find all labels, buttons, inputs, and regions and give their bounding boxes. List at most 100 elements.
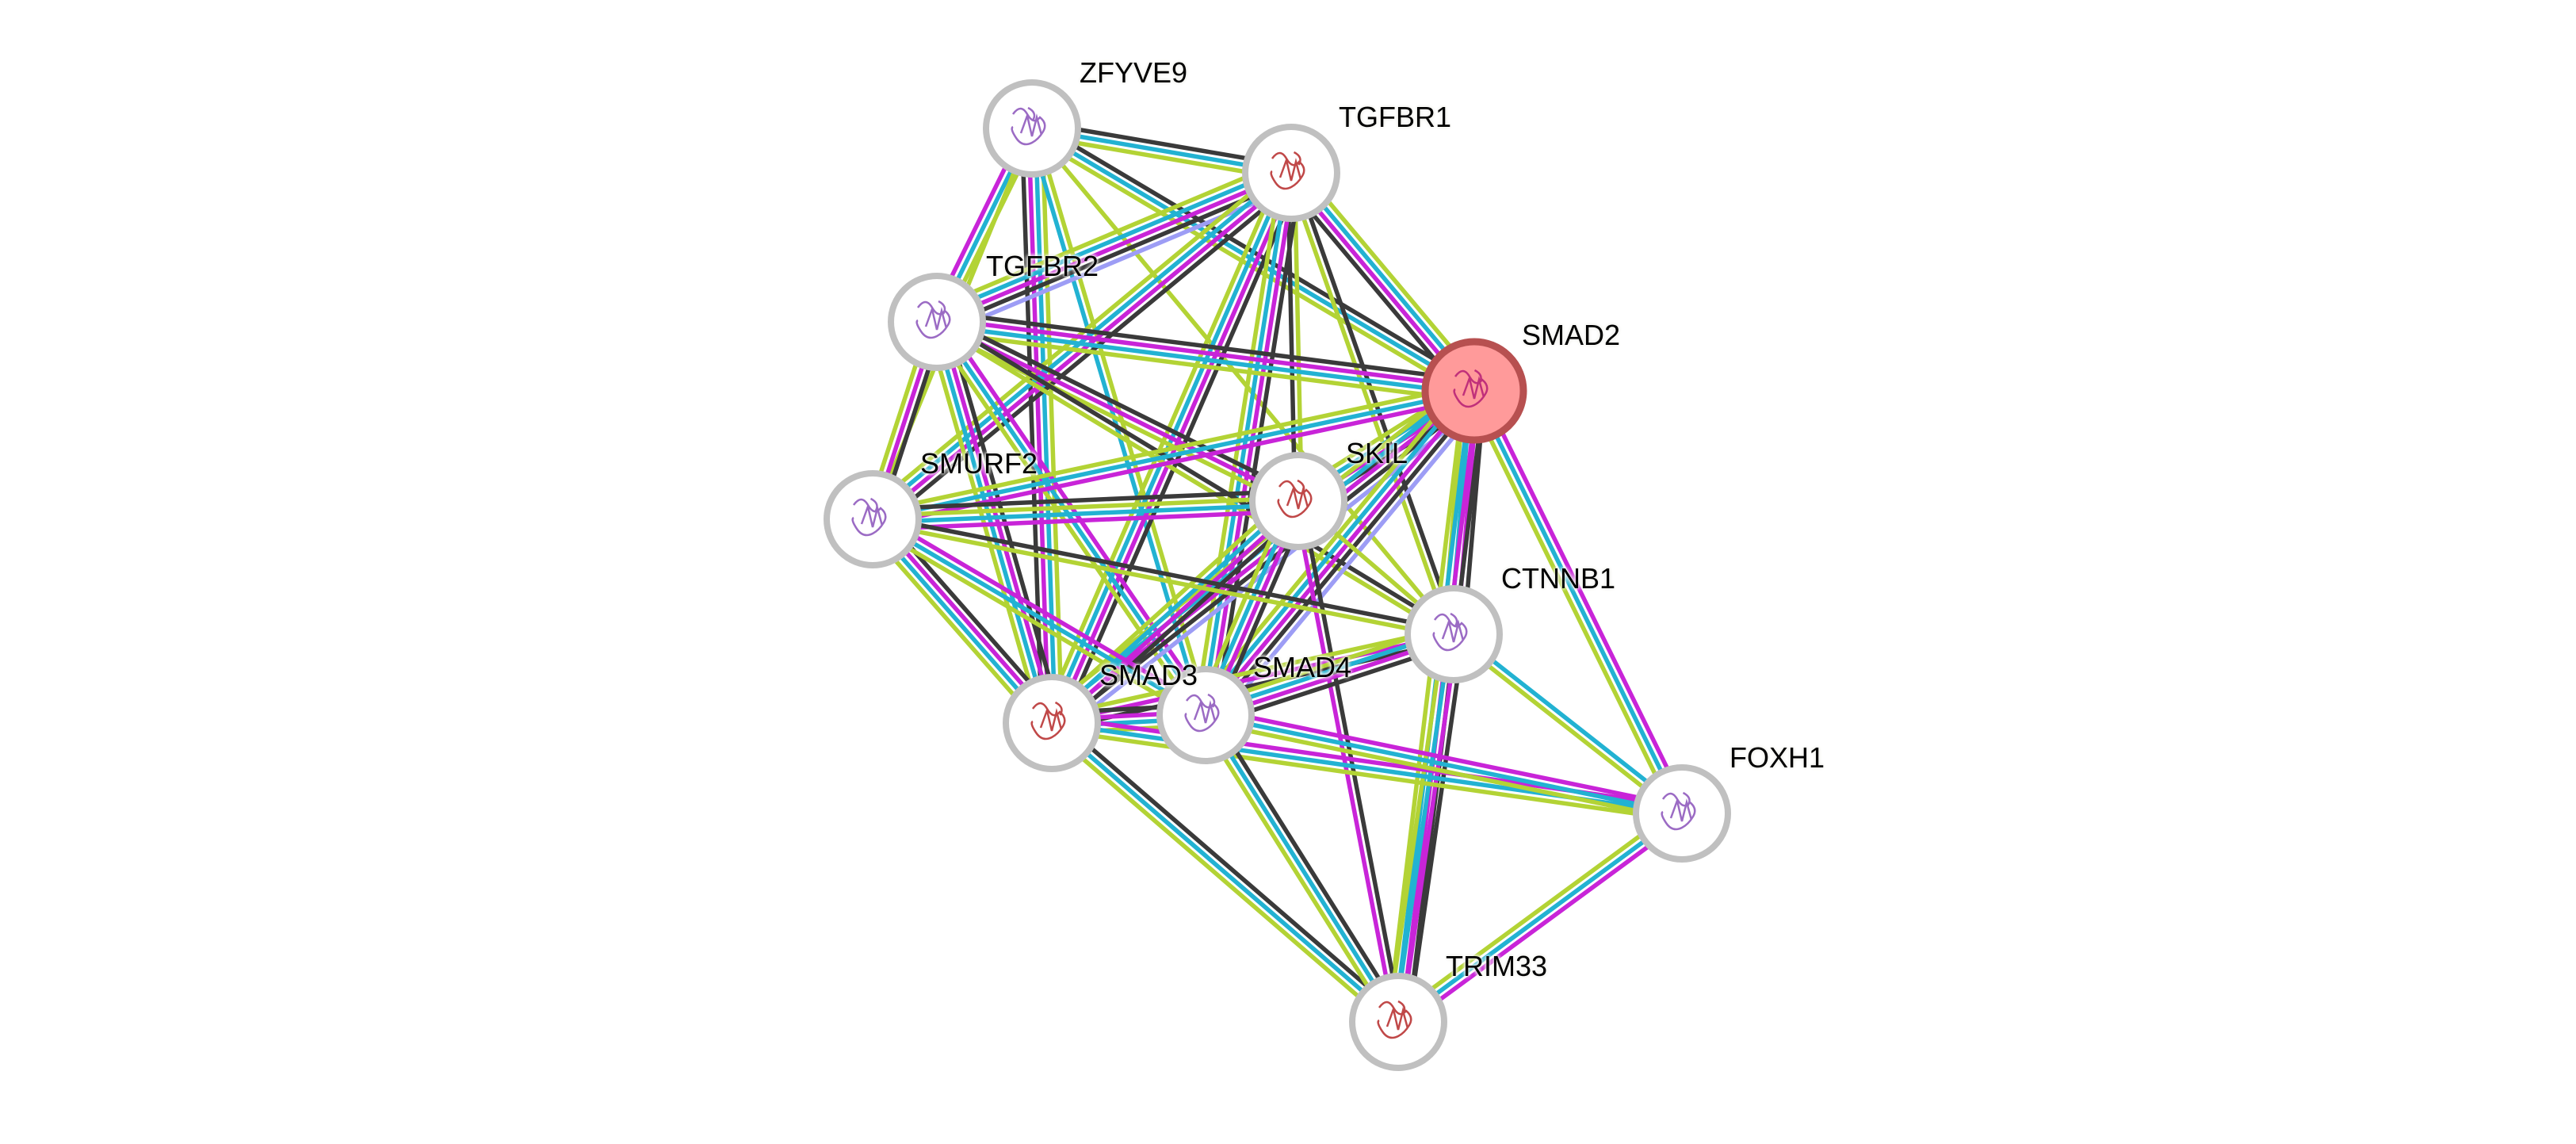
edge-zfyve9-ctnnb1[interactable] (1030, 127, 1456, 636)
node-circle[interactable] (824, 470, 922, 568)
node-label-smad2[interactable]: SMAD2 (1522, 319, 1621, 351)
node-circle[interactable] (1633, 764, 1731, 863)
node-label-skil[interactable]: SKIL (1346, 437, 1408, 469)
edge-tgfbr2-smad2[interactable] (935, 309, 1476, 404)
evidence-line-textmining (1385, 389, 1467, 1021)
node-smad3[interactable] (1003, 674, 1101, 772)
evidence-line-textmining (1045, 726, 1396, 1029)
node-circle[interactable] (1349, 973, 1447, 1071)
edge-tgfbr2-ctnnb1[interactable] (934, 317, 1457, 639)
evidence-line-coexpression (877, 178, 1299, 529)
evidence-line-coexpression (1405, 635, 1466, 1024)
edge-ctnnb1-trim33[interactable] (1385, 632, 1466, 1024)
edge-tgfbr1-skil[interactable] (1286, 172, 1304, 502)
evidence-line-databases (1397, 811, 1684, 1024)
evidence-line-textmining (1393, 805, 1680, 1019)
edge-smad3-trim33[interactable] (1045, 716, 1405, 1029)
protein-structure-icon (1277, 479, 1313, 518)
evidence-line-experiments (873, 508, 1299, 532)
evidence-line-experiments (1399, 634, 1459, 1023)
evidence-line-textmining (935, 329, 1473, 404)
evidence-line-experiments (938, 320, 1057, 723)
node-label-foxh1[interactable]: FOXH1 (1729, 741, 1825, 774)
node-label-tgfbr1[interactable]: TGFBR1 (1339, 101, 1452, 133)
node-label-smad4[interactable]: SMAD4 (1253, 651, 1352, 683)
evidence-line-experiments (1206, 706, 1684, 809)
evidence-line-textmining (933, 326, 1297, 510)
node-tgfbr2[interactable] (888, 273, 986, 371)
node-label-zfyve9[interactable]: ZFYVE9 (1080, 56, 1188, 89)
edge-smurf2-ctnnb1[interactable] (871, 514, 1455, 640)
evidence-line-experiments (1478, 387, 1691, 812)
node-smurf2[interactable] (824, 470, 922, 568)
evidence-line-databases (1200, 171, 1290, 715)
evidence-line-coexpression (944, 318, 1064, 721)
evidence-line-textmining (871, 520, 1454, 640)
evidence-line-databases (934, 320, 1208, 717)
evidence-line-textmining (1050, 727, 1682, 823)
edge-smad2-foxh1[interactable] (1466, 387, 1691, 817)
edge-smad4-foxh1[interactable] (1203, 706, 1684, 823)
evidence-line-homology (941, 183, 1298, 337)
node-ctnnb1[interactable] (1405, 585, 1503, 683)
evidence-line-coexpression (1034, 121, 1479, 388)
evidence-line-experiments (1203, 389, 1477, 717)
evidence-line-databases (936, 323, 1474, 396)
node-label-smurf2[interactable]: SMURF2 (920, 447, 1038, 480)
node-foxh1[interactable] (1633, 764, 1731, 863)
evidence-line-textmining (1466, 392, 1678, 817)
evidence-line-coexpression (1057, 507, 1307, 733)
evidence-line-coexpression (1054, 716, 1405, 1019)
node-label-smad3[interactable]: SMAD3 (1099, 659, 1198, 691)
evidence-line-databases (1205, 713, 1683, 816)
node-smad4[interactable] (1156, 666, 1255, 764)
node-circle[interactable] (1156, 666, 1255, 764)
edge-foxh1-trim33[interactable] (1393, 805, 1687, 1030)
evidence-line-experiments (1026, 128, 1051, 724)
evidence-line-textmining (1198, 717, 1395, 1027)
protein-structure-icon (1453, 369, 1489, 408)
node-circle[interactable] (1421, 338, 1527, 444)
evidence-line-textmining (931, 158, 1287, 312)
node-circle[interactable] (1242, 124, 1340, 222)
protein-structure-icon (915, 300, 951, 339)
edge-skil-smad3[interactable] (1043, 492, 1307, 733)
node-circle[interactable] (1003, 674, 1101, 772)
protein-structure-icon (1030, 701, 1066, 740)
node-smad2[interactable] (1421, 338, 1527, 444)
protein-structure-icon (1377, 1000, 1412, 1039)
node-label-ctnnb1[interactable]: CTNNB1 (1501, 562, 1616, 595)
evidence-line-databases (1198, 385, 1471, 713)
node-zfyve9[interactable] (983, 79, 1081, 178)
node-circle[interactable] (1249, 452, 1347, 550)
protein-structure-icon (1432, 612, 1468, 652)
node-tgfbr1[interactable] (1242, 124, 1340, 222)
protein-structure-icon (1011, 106, 1046, 146)
node-skil[interactable] (1249, 452, 1347, 550)
evidence-line-textmining (1203, 719, 1681, 823)
edge-zfyve9-smad2[interactable] (1027, 121, 1479, 399)
node-circle[interactable] (888, 273, 986, 371)
node-label-trim33[interactable]: TRIM33 (1446, 950, 1548, 982)
evidence-line-textmining (934, 323, 1454, 639)
node-trim33[interactable] (1349, 973, 1447, 1071)
node-circle[interactable] (983, 79, 1081, 178)
evidence-line-experiments (935, 319, 1300, 503)
evidence-line-databases (933, 164, 1290, 318)
evidence-line-textmining (872, 495, 1298, 518)
edge-smurf2-smad4[interactable] (868, 511, 1210, 723)
node-circle[interactable] (1405, 585, 1503, 683)
edge-tgfbr2-skil[interactable] (933, 313, 1302, 510)
node-label-tgfbr2[interactable]: TGFBR2 (986, 250, 1099, 282)
edge-smad4-trim33[interactable] (1198, 710, 1406, 1027)
evidence-line-experiments (874, 511, 1210, 712)
evidence-line-textmining (1049, 626, 1453, 719)
edge-skil-smurf2[interactable] (872, 488, 1299, 532)
protein-structure-icon (1270, 151, 1305, 190)
evidence-line-textmining (1385, 632, 1447, 1021)
evidence-line-coexpression (872, 488, 1298, 512)
evidence-line-databases (1203, 714, 1401, 1023)
evidence-line-textmining (1030, 127, 1456, 636)
evidence-line-experiments (1053, 502, 1302, 728)
evidence-line-databases (1472, 389, 1684, 815)
